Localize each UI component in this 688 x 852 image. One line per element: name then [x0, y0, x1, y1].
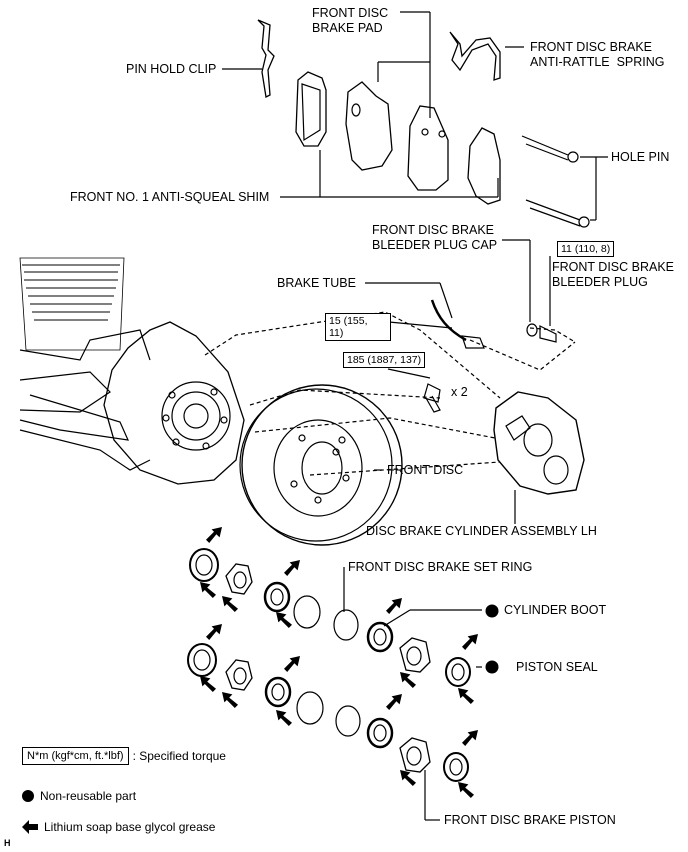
label-bleeder-plug: FRONT DISC BRAKE BLEEDER PLUG — [552, 260, 675, 289]
label-hole-pin: HOLE PIN — [611, 150, 670, 164]
legend-non-reusable-text: Non-reusable part — [40, 789, 137, 803]
label-anti-squeal-shim: FRONT NO. 1 ANTI-SQUEAL SHIM — [70, 190, 270, 204]
label-front-disc-brake-pad: FRONT DISC BRAKE PAD — [312, 6, 389, 35]
legend-torque-unit: N*m (kgf*cm, ft.*lbf) — [22, 747, 129, 765]
legend-grease-text: Lithium soap base glycol grease — [44, 820, 216, 834]
label-set-ring: FRONT DISC BRAKE SET RING — [348, 560, 533, 574]
legend-grease: Lithium soap base glycol grease — [22, 820, 215, 834]
corner-mark: H — [4, 838, 11, 848]
torque-brake-tube: 15 (155, 11) — [325, 313, 391, 341]
non-reusable-dot-icon — [22, 790, 34, 802]
label-anti-rattle-spring: FRONT DISC BRAKE ANTI-RATTLE SPRING — [530, 40, 665, 69]
grease-arrow-icon — [22, 820, 38, 834]
legend-torque: N*m (kgf*cm, ft.*lbf) : Specified torque — [22, 747, 226, 765]
label-bleeder-plug-cap: FRONT DISC BRAKE BLEEDER PLUG CAP — [372, 223, 498, 252]
label-piston-seal: PISTON SEAL — [516, 660, 598, 674]
label-brake-piston: FRONT DISC BRAKE PISTON — [444, 813, 616, 827]
legend-torque-desc: : Specified torque — [132, 749, 226, 763]
label-cylinder-assembly: DISC BRAKE CYLINDER ASSEMBLY LH — [366, 524, 597, 538]
label-bolt-quantity: x 2 — [451, 385, 468, 399]
label-front-disc: FRONT DISC — [387, 463, 464, 477]
label-pin-hold-clip: PIN HOLD CLIP — [126, 62, 217, 76]
label-cylinder-boot: CYLINDER BOOT — [504, 603, 607, 617]
torque-cylinder-bolt: 185 (1887, 137) — [343, 352, 426, 368]
label-brake-tube: BRAKE TUBE — [277, 276, 356, 290]
legend-non-reusable: Non-reusable part — [22, 789, 136, 803]
torque-bleeder: 11 (110, 8) — [557, 241, 615, 257]
